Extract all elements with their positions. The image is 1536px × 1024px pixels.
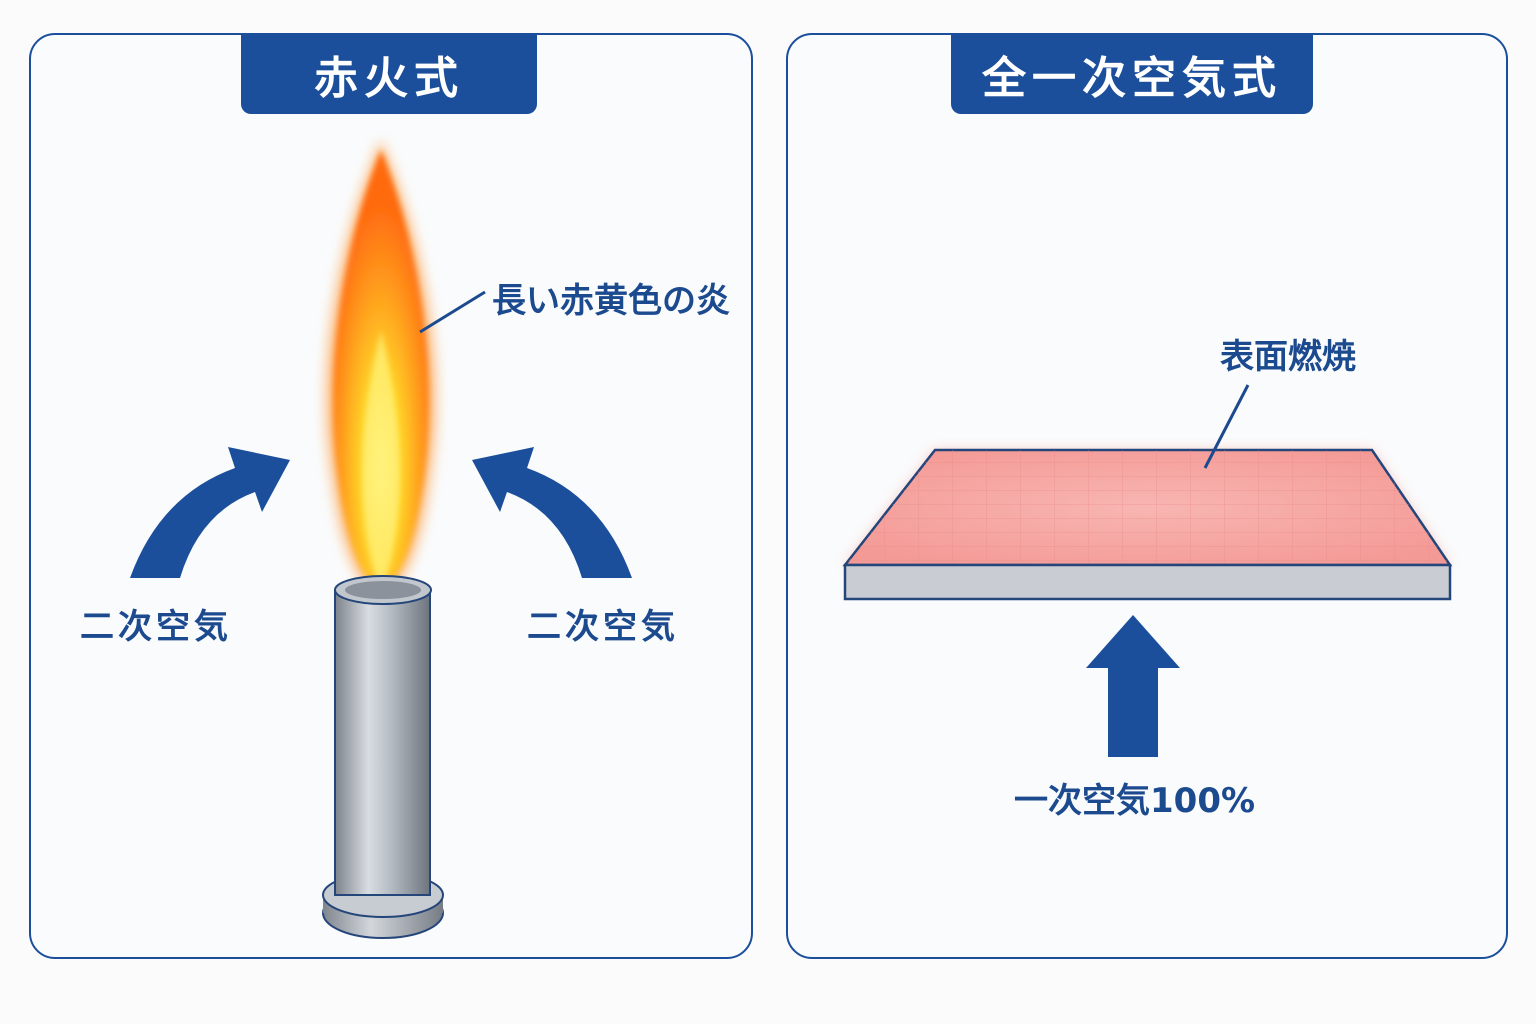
primary-air-label: 一次空気100% [1014, 781, 1256, 821]
secondary-air-right-label: 二次空気 [527, 607, 679, 647]
secondary-air-arrow-right-icon [472, 447, 632, 578]
full-primary-air-title: 全一次空気式 [951, 33, 1313, 114]
secondary-air-left-label: 二次空気 [80, 607, 232, 647]
surface-burner-plate-icon [842, 448, 1453, 601]
red-flame-title: 赤火式 [241, 33, 537, 114]
flame-leader-line [419, 290, 486, 334]
burner-tube-icon [322, 575, 444, 939]
surface-leader-line [1203, 384, 1250, 469]
flame-label: 長い赤黄色の炎 [492, 281, 730, 321]
surface-combustion-label: 表面燃焼 [1220, 337, 1356, 377]
primary-air-up-arrow-icon [1086, 615, 1180, 757]
flame-icon [325, 140, 437, 598]
secondary-air-arrow-left-icon [130, 447, 290, 578]
